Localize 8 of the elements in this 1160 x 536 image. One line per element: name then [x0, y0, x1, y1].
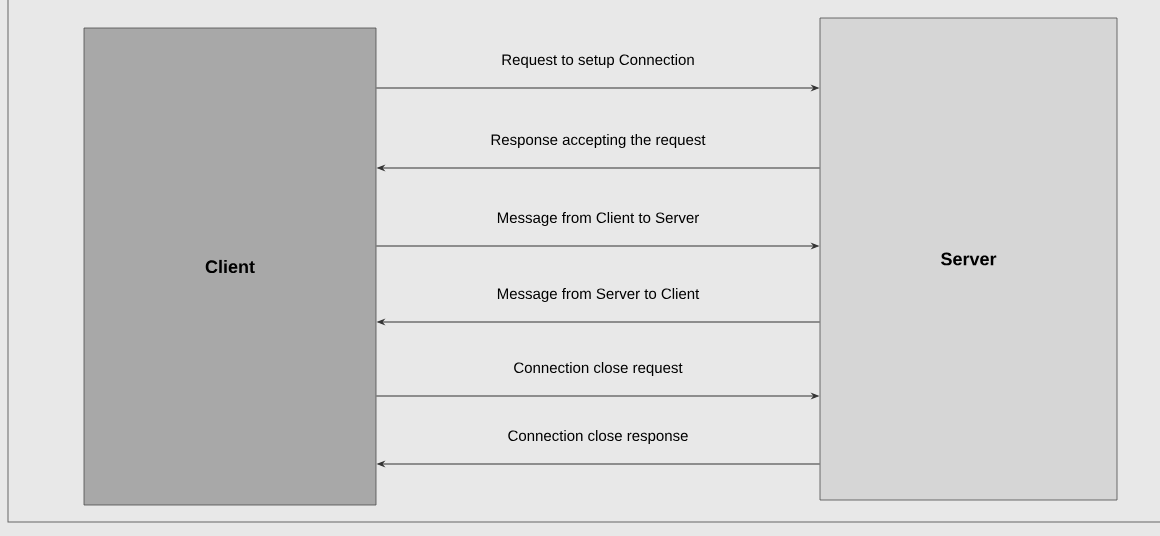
edge-label: Connection close response: [506, 429, 690, 445]
edge-label: Request to setup Connection: [500, 53, 696, 69]
client-box: Client: [83, 27, 377, 506]
edge-label: Message from Client to Server: [495, 211, 701, 227]
server-box: Server: [819, 17, 1118, 501]
edge-label: Message from Server to Client: [495, 287, 701, 303]
edge-label: Response accepting the request: [489, 133, 707, 149]
edge-label: Connection close request: [512, 361, 684, 377]
